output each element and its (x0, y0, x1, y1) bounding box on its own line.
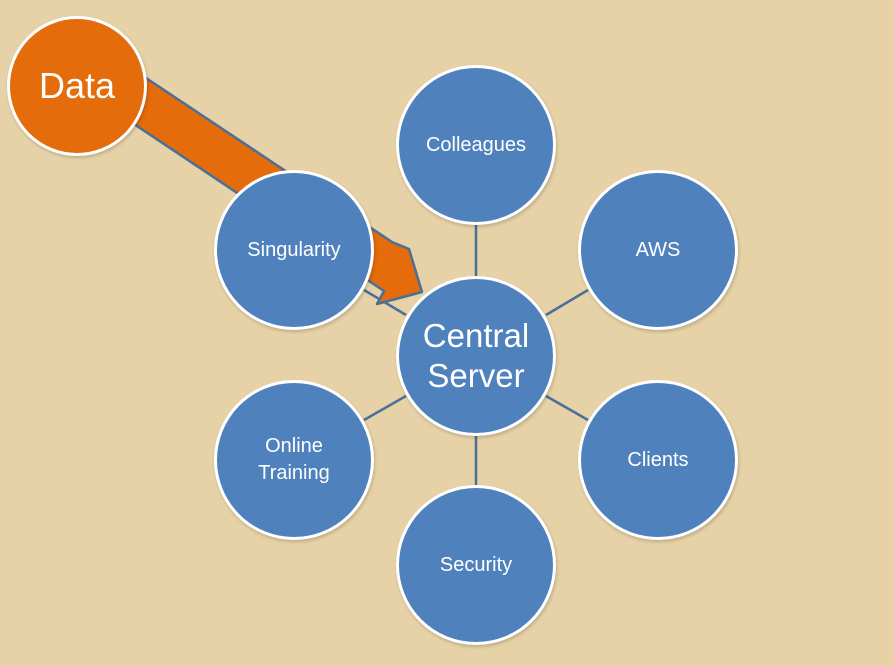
node-security: Security (396, 485, 556, 645)
node-central-server-label: Central Server (422, 317, 530, 394)
node-aws: AWS (578, 170, 738, 330)
edge-hub-clients (545, 394, 589, 422)
node-online-training: Online Training (214, 380, 374, 540)
node-singularity-label: Singularity (247, 238, 341, 261)
node-aws-label: AWS (635, 238, 681, 261)
node-colleagues-label: Colleagues (425, 133, 527, 156)
node-data: Data (7, 16, 147, 156)
edge-hub-online-training (363, 394, 407, 422)
node-online-training-label: Online Training (258, 435, 330, 484)
node-central-server: Central Server (396, 276, 556, 436)
node-singularity: Singularity (214, 170, 374, 330)
node-clients: Clients (578, 380, 738, 540)
node-clients-label: Clients (627, 448, 689, 471)
node-colleagues: Colleagues (396, 65, 556, 225)
node-security-label: Security (439, 553, 513, 576)
edge-hub-aws (545, 288, 589, 317)
node-data-label: Data (38, 64, 116, 106)
